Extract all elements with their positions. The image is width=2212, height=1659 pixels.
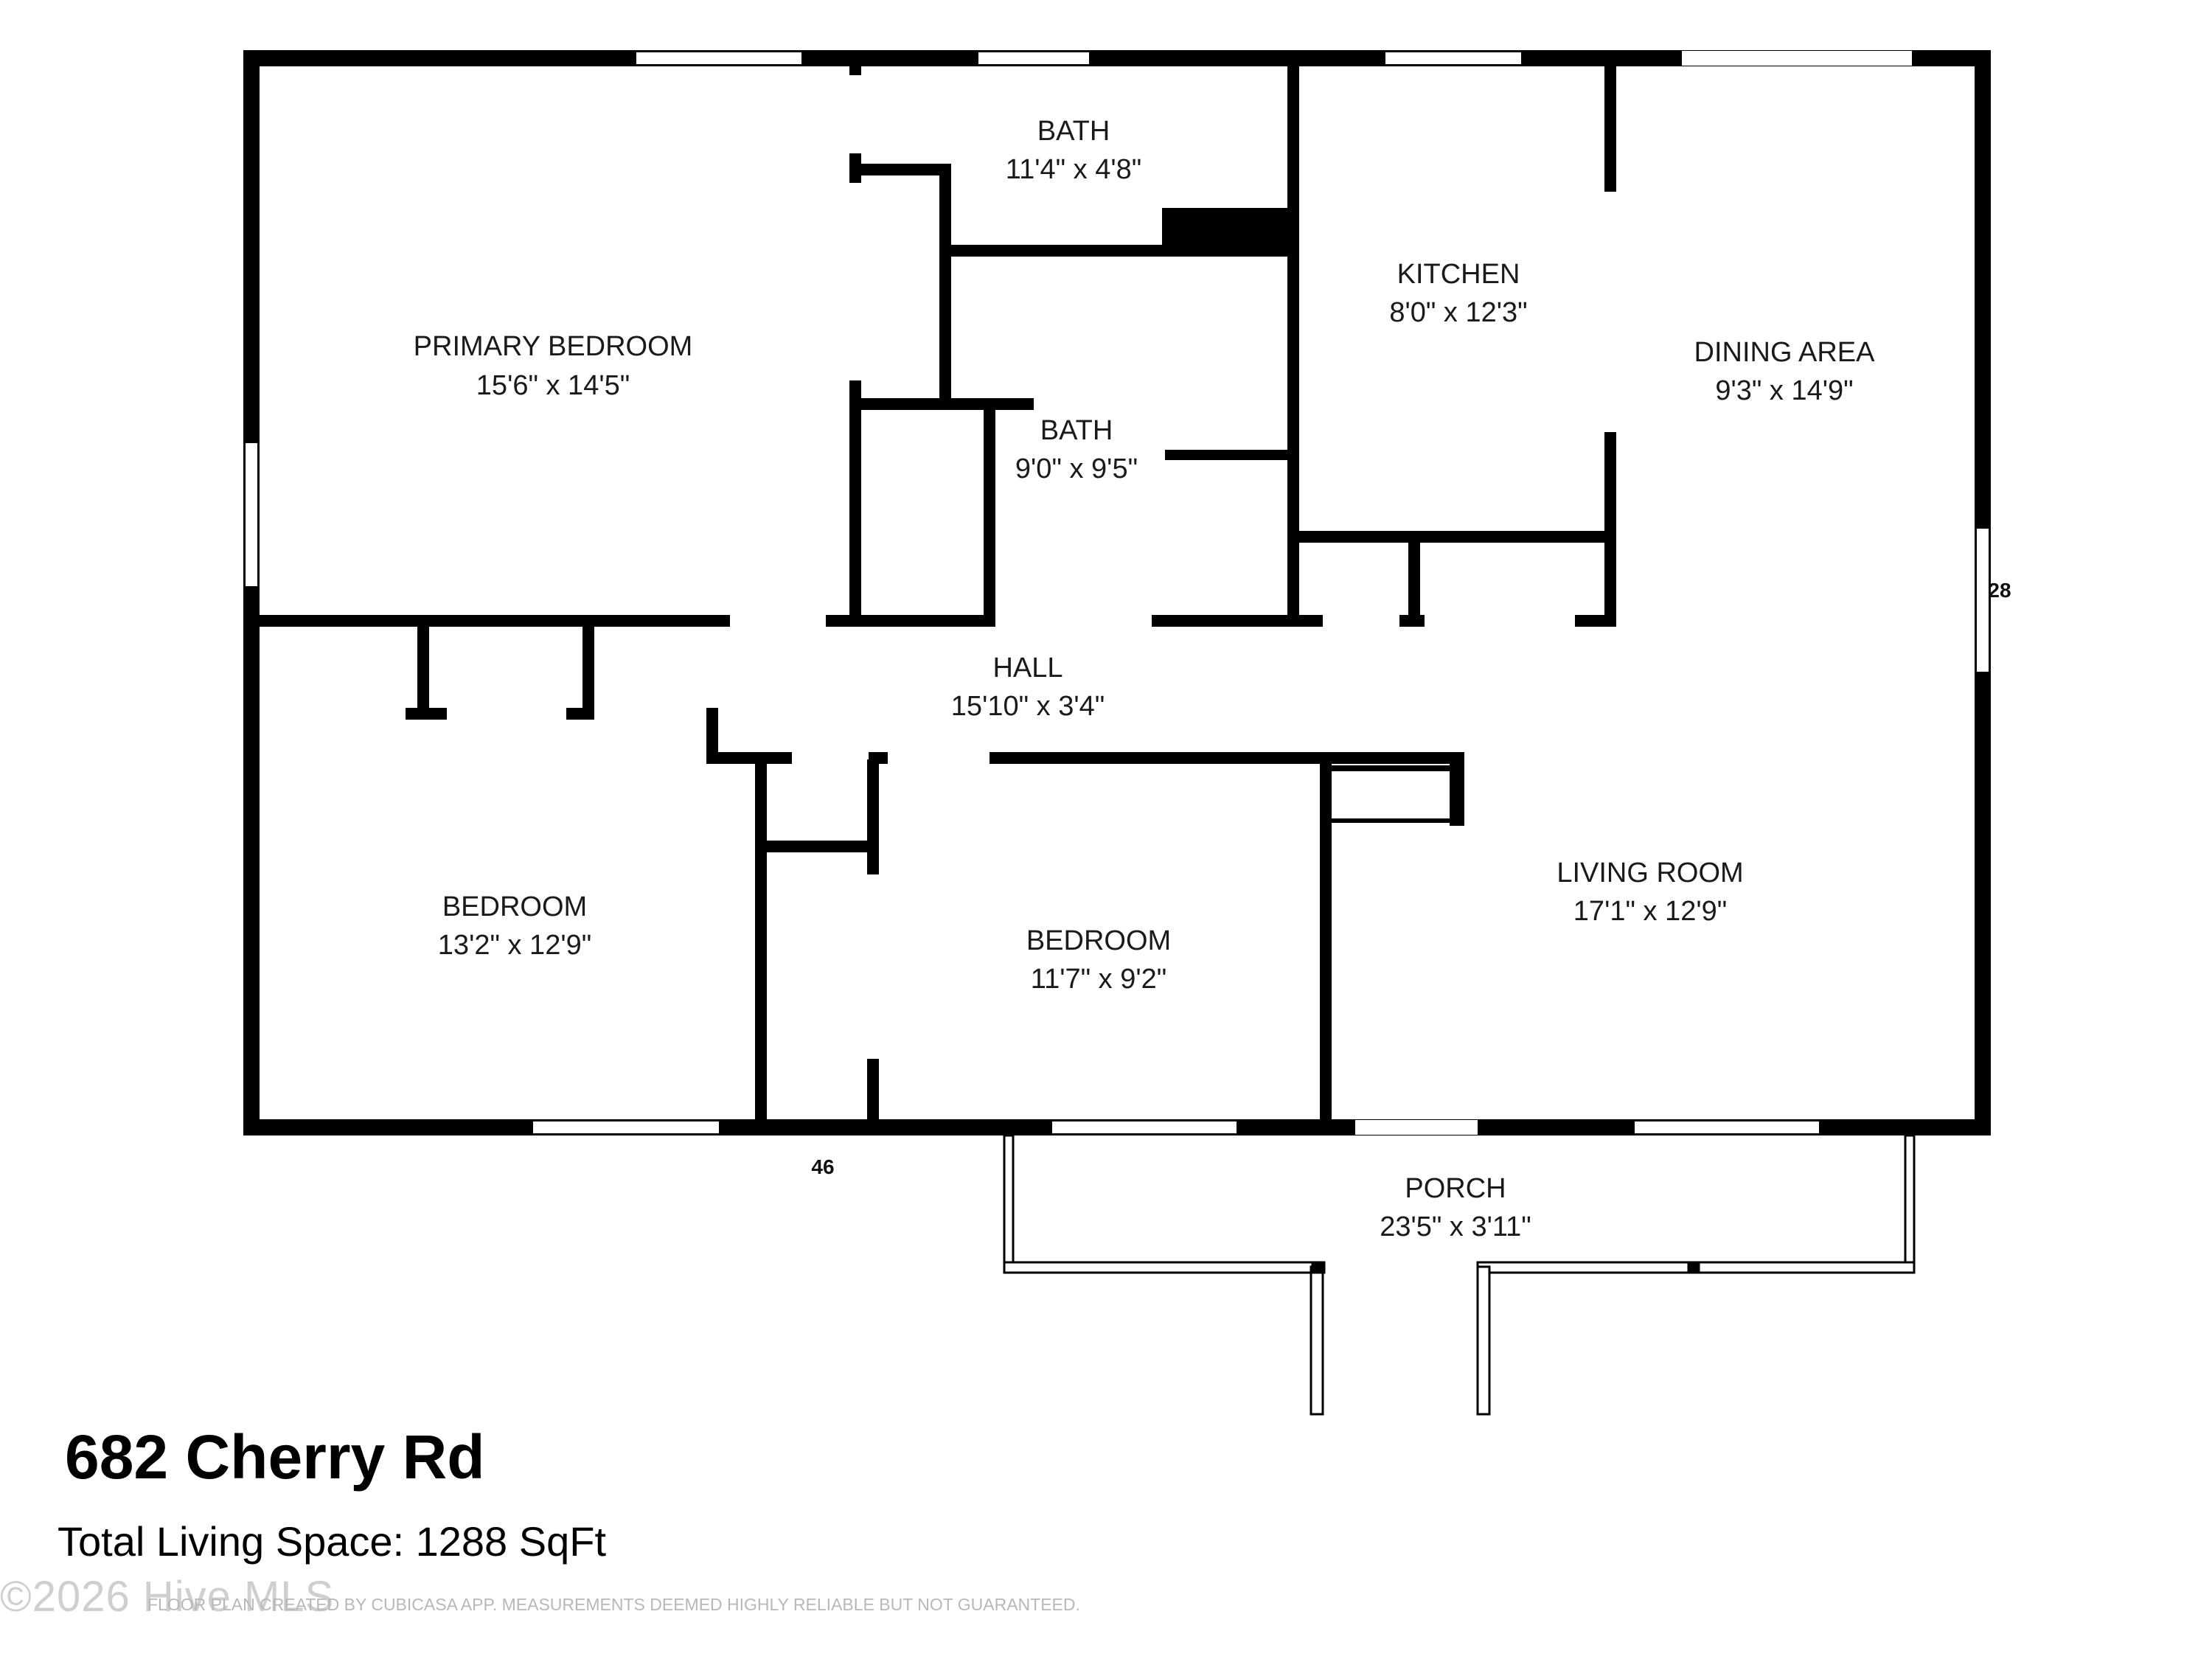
room-name-primary-bedroom: PRIMARY BEDROOM <box>414 331 693 362</box>
interior-walls <box>243 66 1616 1128</box>
property-address: 682 Cherry Rd <box>65 1422 485 1492</box>
room-dims-porch: 23'5" x 3'11" <box>1380 1211 1531 1242</box>
room-name-bath-1: BATH <box>1037 116 1110 147</box>
windows <box>244 51 1990 1135</box>
room-name-bedroom-1: BEDROOM <box>442 891 587 922</box>
room-name-bath-2: BATH <box>1040 415 1113 446</box>
room-dims-bath-1: 11'4" x 4'8" <box>1006 154 1141 185</box>
exterior-depth-label: 28 <box>1988 579 2011 602</box>
room-dims-primary-bedroom: 15'6" x 14'5" <box>476 370 630 401</box>
room-labels: PRIMARY BEDROOM 15'6" x 14'5" BATH 11'4"… <box>414 116 1875 1242</box>
exterior-width-label: 46 <box>811 1155 834 1178</box>
porch <box>1003 1134 1916 1416</box>
room-dims-bedroom-1: 13'2" x 12'9" <box>438 930 591 961</box>
copyright-watermark: ©2026 Hive MLS <box>0 1573 335 1621</box>
room-name-dining-area: DINING AREA <box>1694 337 1876 368</box>
room-name-kitchen: KITCHEN <box>1397 259 1520 290</box>
total-living-space: Total Living Space: 1288 SqFt <box>58 1518 607 1565</box>
room-name-living-room: LIVING ROOM <box>1557 858 1743 888</box>
room-dims-dining-area: 9'3" x 14'9" <box>1715 375 1853 406</box>
room-name-bedroom-2: BEDROOM <box>1026 925 1171 956</box>
room-dims-hall: 15'10" x 3'4" <box>951 691 1105 722</box>
disclaimer-text: FLOOR PLAN CREATED BY CUBICASA APP. MEAS… <box>147 1595 1080 1614</box>
room-dims-living-room: 17'1" x 12'9" <box>1573 896 1727 927</box>
room-name-hall: HALL <box>992 653 1062 684</box>
room-dims-bedroom-2: 11'7" x 9'2" <box>1031 964 1166 995</box>
room-name-porch: PORCH <box>1405 1173 1506 1204</box>
room-dims-bath-2: 9'0" x 9'5" <box>1015 453 1138 484</box>
room-dims-kitchen: 8'0" x 12'3" <box>1389 297 1527 328</box>
